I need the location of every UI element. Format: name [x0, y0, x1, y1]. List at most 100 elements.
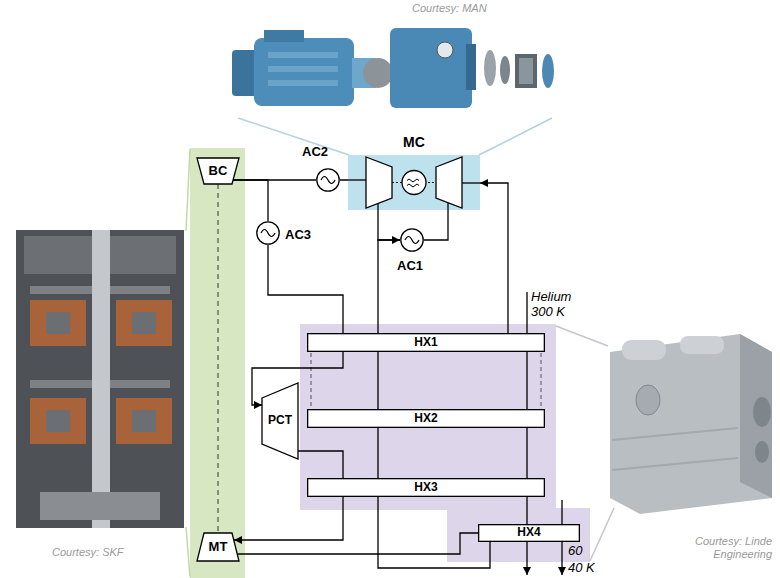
flow-line [237, 533, 478, 554]
flow-line [234, 497, 343, 540]
magnetic-bearing-photo [132, 312, 156, 334]
heat-exchanger-photo [610, 334, 772, 514]
temperature-label: 60 [568, 544, 582, 559]
compressor-train-photo [268, 52, 338, 58]
credit-caption: Courtesy: Linde Engineering [676, 535, 772, 560]
temperature-label: 40 K [568, 561, 595, 576]
node-label: AC2 [302, 145, 328, 160]
shaft-band [186, 527, 190, 577]
machine-outline [197, 158, 239, 184]
node-outline [256, 221, 280, 245]
motor-symbol [402, 171, 426, 195]
leader-line [479, 118, 552, 155]
heat-exchanger-photo [636, 385, 660, 415]
leader-line [238, 118, 552, 155]
compressor-housing [348, 155, 480, 210]
node-outline [348, 155, 480, 210]
box-border [308, 334, 545, 352]
compressor-train-photo [254, 38, 354, 106]
cold-box-region [300, 324, 556, 510]
turbine-symbol: PCT [262, 383, 298, 459]
compressor-symbol [366, 157, 392, 208]
flow-line [378, 240, 490, 568]
compressor-train-photo [390, 28, 472, 108]
exchanger-link [311, 353, 541, 408]
shaft-band [190, 148, 245, 578]
node-label: MC [403, 134, 425, 150]
cold-box-region [590, 508, 614, 561]
heat-exchanger-bar: HX2 [307, 409, 545, 428]
compressor-train-photo [466, 44, 476, 90]
heat-exchanger-photo [680, 336, 724, 354]
leader-line [238, 118, 349, 155]
main-compressor-box: MC [348, 155, 480, 210]
aftercooler-symbol: AC2 [316, 168, 340, 192]
cold-box-region [447, 508, 590, 562]
magnetic-bearing-photo [116, 398, 172, 444]
cooler-wave [261, 230, 275, 237]
cooler-circle [401, 229, 423, 251]
pipe-line [447, 203, 448, 210]
aftercooler-symbol: AC3 [256, 221, 280, 245]
exchanger-link [541, 353, 542, 408]
compressor-train-photo [363, 58, 393, 88]
magnetic-bearing-photo [132, 410, 156, 432]
magnetic-bearing-photo [16, 230, 184, 528]
flow-line [233, 180, 268, 221]
motor-wave [407, 179, 419, 187]
node-label: HX1 [414, 336, 437, 350]
node-label: HX2 [414, 412, 437, 426]
cooler-circle [317, 169, 339, 191]
flow-line [378, 210, 400, 240]
compressor-train-photo [484, 50, 496, 86]
magnetic-bearing-photo [30, 300, 86, 346]
heat-exchanger-photo [755, 441, 769, 463]
magnetic-bearing-photo [16, 230, 184, 528]
heat-exchanger-bar: HX4 [478, 524, 580, 542]
machine-outline [262, 383, 298, 459]
node-label: HX3 [414, 481, 437, 495]
compressor-train-photo [268, 80, 338, 86]
magnetic-bearing-photo [92, 230, 110, 528]
compressor-train-photo [437, 42, 453, 58]
pipe-line [348, 179, 366, 180]
node-label: BC [209, 164, 228, 179]
heat-exchanger-photo [622, 340, 666, 360]
cooler-wave [321, 177, 335, 184]
heat-exchanger-photo [740, 334, 772, 498]
box-border [308, 479, 545, 497]
node-label: PCT [268, 414, 292, 428]
shaft-band [186, 148, 245, 578]
compressor-train-photo [542, 54, 554, 88]
cold-box-region [556, 326, 608, 346]
box-border [308, 410, 545, 428]
flow-line [268, 245, 343, 333]
node-label: MT [209, 540, 228, 555]
exchanger-link [311, 353, 312, 408]
booster-compressor: BC [197, 158, 239, 184]
compressor-train-photo [268, 66, 338, 72]
heat-exchanger-bar: HX1 [307, 333, 545, 352]
compressor-train-photo [515, 54, 537, 88]
node-label: HX4 [517, 526, 540, 540]
credit-caption: Courtesy: MAN [412, 2, 487, 15]
flow-line [298, 451, 343, 478]
magnetic-bearing-photo [116, 300, 172, 346]
flow-line [424, 210, 448, 240]
stream-label: Helium 300 K [531, 290, 583, 320]
pipe-line [462, 182, 480, 183]
box-border [479, 525, 580, 542]
compressor-train-photo [232, 28, 554, 108]
shaft-band [186, 149, 190, 231]
magnetic-bearing-photo [40, 492, 160, 520]
compressor-train-photo [519, 58, 533, 84]
cold-box-region [300, 324, 614, 562]
shaft-link [218, 184, 219, 533]
magnetic-bearing-photo [30, 398, 86, 444]
heat-exchanger-photo [612, 428, 738, 440]
node-outline [400, 228, 424, 252]
flow-line [340, 179, 348, 180]
pipe-line [377, 203, 378, 210]
